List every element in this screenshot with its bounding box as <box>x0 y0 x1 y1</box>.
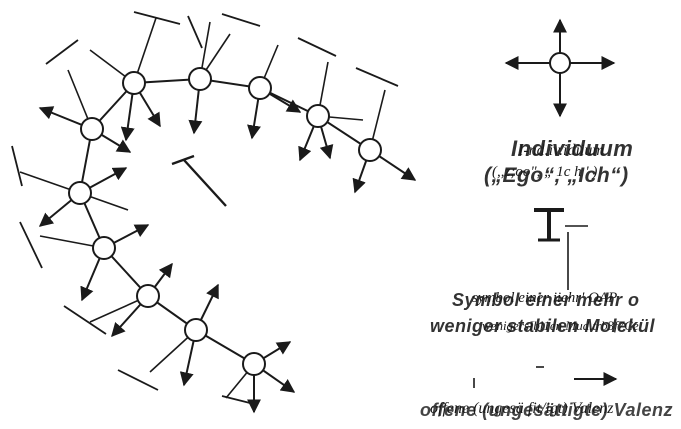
atom-node <box>298 61 364 162</box>
ocr-symbol-line1: symbol einer iiehr' OAP <box>472 290 618 306</box>
label-ego-ich: („Ego“, „Ich“) <box>484 164 629 187</box>
ocr-symbol-line2: wenigersIbl1en Mud.trb3f7Ce <box>482 318 639 333</box>
label-symbol-line2: weniger stabilen Molekül <box>430 316 656 336</box>
ocr-individuum: I-nd.iv.idiium <box>518 142 604 159</box>
atom-node <box>149 283 219 387</box>
atom-node <box>247 44 302 140</box>
label-symbol-line1: Symbol einer mehr o <box>452 290 640 310</box>
atom-node <box>188 21 231 135</box>
legend-atom-individuum <box>504 18 616 118</box>
ocr-valenz: offene (ungesä fit/igt) Valenz <box>430 400 614 417</box>
label-individuum: Individuum <box>511 136 634 161</box>
atom-node <box>89 17 161 142</box>
atom-node <box>352 89 417 194</box>
atom-node <box>19 167 129 227</box>
atom-node <box>39 224 150 302</box>
label-valenz: offene (ungesättigte) Valenz <box>420 400 674 420</box>
atom-node <box>38 69 132 153</box>
legend-valence-marks <box>473 366 618 388</box>
ocr-ego-ich: (,,z;oo", „ 1c h ' ) <box>492 164 598 180</box>
legend-t-symbol <box>534 208 588 290</box>
bond-end-bars <box>11 11 399 405</box>
atom-node <box>89 262 173 338</box>
t-symbol-center <box>171 154 227 207</box>
